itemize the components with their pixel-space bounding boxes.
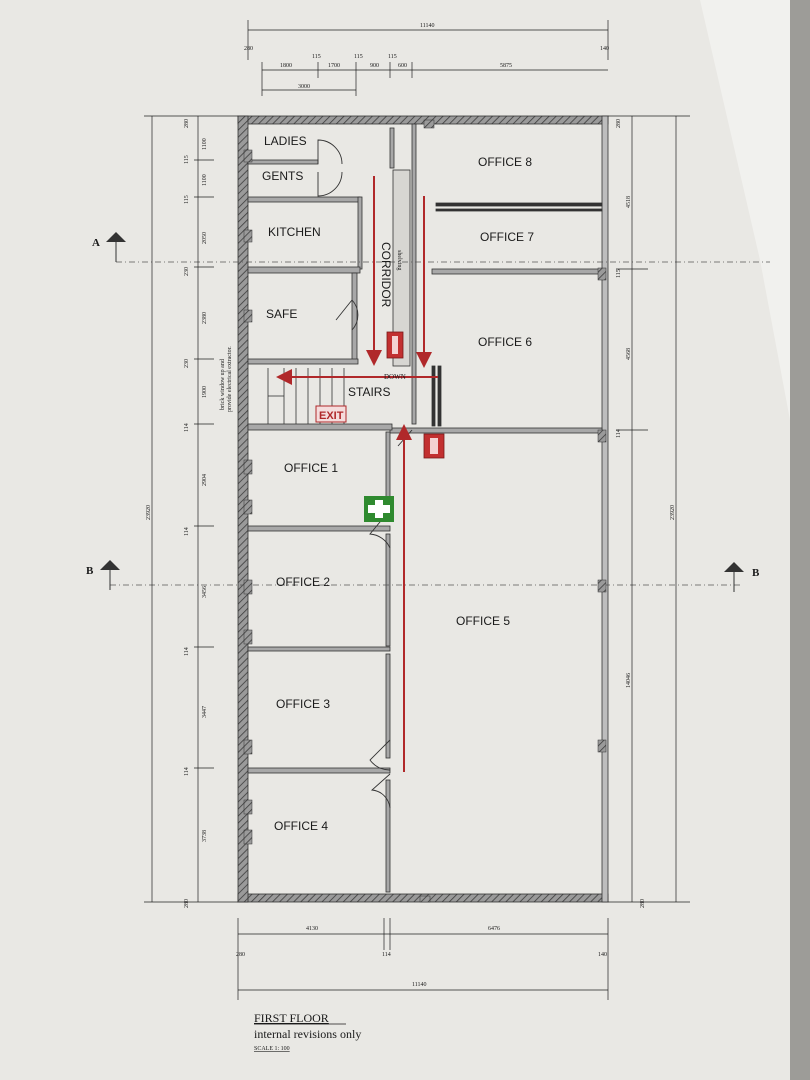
bottom-end-left-dim: 280 bbox=[236, 952, 245, 958]
top-dim-1: 115 bbox=[312, 54, 321, 60]
exit-label: EXIT bbox=[319, 410, 344, 422]
room-office-6: OFFICE 6 bbox=[478, 335, 532, 349]
right-dim-1: 4518 bbox=[626, 196, 632, 208]
plastic-sleeve-glare bbox=[700, 0, 790, 420]
left-dimensions: 23920 280 1100 115 1100 115 2050 230 238… bbox=[144, 115, 238, 908]
section-b-label-right: B bbox=[752, 567, 760, 579]
room-office-5: OFFICE 5 bbox=[456, 614, 510, 628]
left-dim-17: 3738 bbox=[202, 830, 208, 842]
shelving-label: shelving bbox=[396, 250, 402, 270]
section-a-marker: A bbox=[92, 232, 126, 262]
room-stairs: STAIRS bbox=[348, 385, 390, 399]
right-dim-3: 4568 bbox=[626, 348, 632, 360]
door-swings bbox=[317, 139, 413, 809]
left-dim-18: 280 bbox=[184, 899, 190, 908]
drawing-title: FIRST FLOOR bbox=[254, 1011, 329, 1025]
title-block: FIRST FLOOR internal revisions only SCAL… bbox=[254, 1011, 361, 1052]
right-outer-dim: 23920 bbox=[670, 505, 676, 520]
left-dim-3: 1100 bbox=[202, 174, 208, 186]
room-corridor: CORRIDOR bbox=[379, 242, 393, 308]
right-dim-5: 14046 bbox=[626, 673, 632, 688]
left-dim-5: 2050 bbox=[202, 232, 208, 244]
left-dim-13: 3456 bbox=[202, 586, 208, 598]
section-b-marker-right: B bbox=[724, 562, 760, 592]
section-a-label: A bbox=[92, 237, 100, 249]
right-dimensions: 280 4518 115 4568 114 14046 280 23920 bbox=[608, 115, 690, 908]
top-right-end-dim: 140 bbox=[600, 46, 609, 52]
left-dim-11: 2904 bbox=[202, 474, 208, 486]
left-dim-10: 114 bbox=[184, 423, 190, 432]
top-dim-6: 600 bbox=[398, 63, 407, 69]
left-dim-12: 114 bbox=[184, 527, 190, 536]
internal-walls bbox=[247, 123, 603, 893]
fire-extinguisher-icon bbox=[386, 331, 404, 359]
room-labels: LADIES GENTS KITCHEN SAFE STAIRS OFFICE … bbox=[262, 134, 534, 833]
top-overall-dim: 11140 bbox=[420, 23, 435, 29]
section-lines bbox=[110, 261, 770, 586]
escape-route-arrows bbox=[276, 176, 438, 772]
room-office-3: OFFICE 3 bbox=[276, 697, 330, 711]
top-dim-0: 1800 bbox=[280, 63, 292, 69]
right-dim-2: 115 bbox=[616, 269, 622, 278]
wall-detail-hatches bbox=[243, 119, 607, 903]
room-gents: GENTS bbox=[262, 169, 303, 183]
right-dim-0: 280 bbox=[616, 119, 622, 128]
section-b-marker-left: B bbox=[86, 560, 120, 590]
room-ladies: LADIES bbox=[264, 134, 307, 148]
first-aid-icon bbox=[364, 496, 394, 522]
top-dim-2: 1700 bbox=[328, 63, 340, 69]
window-note-2: provide electrical extractor. bbox=[227, 346, 233, 412]
left-outer-dim: 23920 bbox=[146, 505, 152, 520]
paper-shadow-right bbox=[790, 0, 810, 1080]
room-office-1: OFFICE 1 bbox=[284, 461, 338, 475]
right-dim-4: 114 bbox=[616, 429, 622, 438]
top-dimensions: 11140 280 140 1800 115 1700 115 900 115 … bbox=[244, 20, 609, 96]
exit-sign: EXIT bbox=[315, 405, 347, 423]
bottom-dimensions: 4130 6476 280 114 140 11140 bbox=[236, 918, 609, 1000]
left-dim-4: 115 bbox=[184, 195, 190, 204]
room-office-8: OFFICE 8 bbox=[478, 155, 532, 169]
right-dim-6: 280 bbox=[640, 899, 646, 908]
left-dim-15: 3447 bbox=[202, 706, 208, 718]
section-b-label-left: B bbox=[86, 565, 94, 577]
bottom-mid-dim: 114 bbox=[382, 952, 391, 958]
top-dim-5: 115 bbox=[388, 54, 397, 60]
left-dim-1: 1100 bbox=[202, 138, 208, 150]
bottom-end-right-dim: 140 bbox=[598, 952, 607, 958]
room-office-7: OFFICE 7 bbox=[480, 230, 534, 244]
left-dim-14: 114 bbox=[184, 647, 190, 656]
top-dim-4: 900 bbox=[370, 63, 379, 69]
bottom-overall-dim: 11140 bbox=[412, 982, 427, 988]
room-kitchen: KITCHEN bbox=[268, 225, 321, 239]
top-dim-7: 5875 bbox=[500, 63, 512, 69]
room-safe: SAFE bbox=[266, 307, 297, 321]
room-office-2: OFFICE 2 bbox=[276, 575, 330, 589]
left-dim-16: 114 bbox=[184, 767, 190, 776]
room-office-4: OFFICE 4 bbox=[274, 819, 328, 833]
left-dim-2: 115 bbox=[184, 155, 190, 164]
top-left-end-dim: 280 bbox=[244, 46, 253, 52]
corridor-shelving bbox=[392, 169, 411, 367]
drawing-scale: SCALE 1: 100 bbox=[254, 1046, 290, 1052]
left-dim-0: 280 bbox=[184, 119, 190, 128]
left-dim-7: 2380 bbox=[202, 312, 208, 324]
top-sub-dim: 3000 bbox=[298, 84, 310, 90]
fire-extinguisher-icon bbox=[423, 433, 445, 459]
window-note-1: brick window up and bbox=[220, 359, 226, 410]
top-dim-3: 115 bbox=[354, 54, 363, 60]
left-dim-8: 230 bbox=[184, 359, 190, 368]
drawing-subtitle: internal revisions only bbox=[254, 1027, 361, 1041]
bottom-left-dim: 4130 bbox=[306, 926, 318, 932]
down-label: DOWN bbox=[384, 373, 406, 381]
left-dim-6: 230 bbox=[184, 267, 190, 276]
left-dim-9: 1900 bbox=[202, 386, 208, 398]
bottom-right-dim: 6476 bbox=[488, 926, 500, 932]
